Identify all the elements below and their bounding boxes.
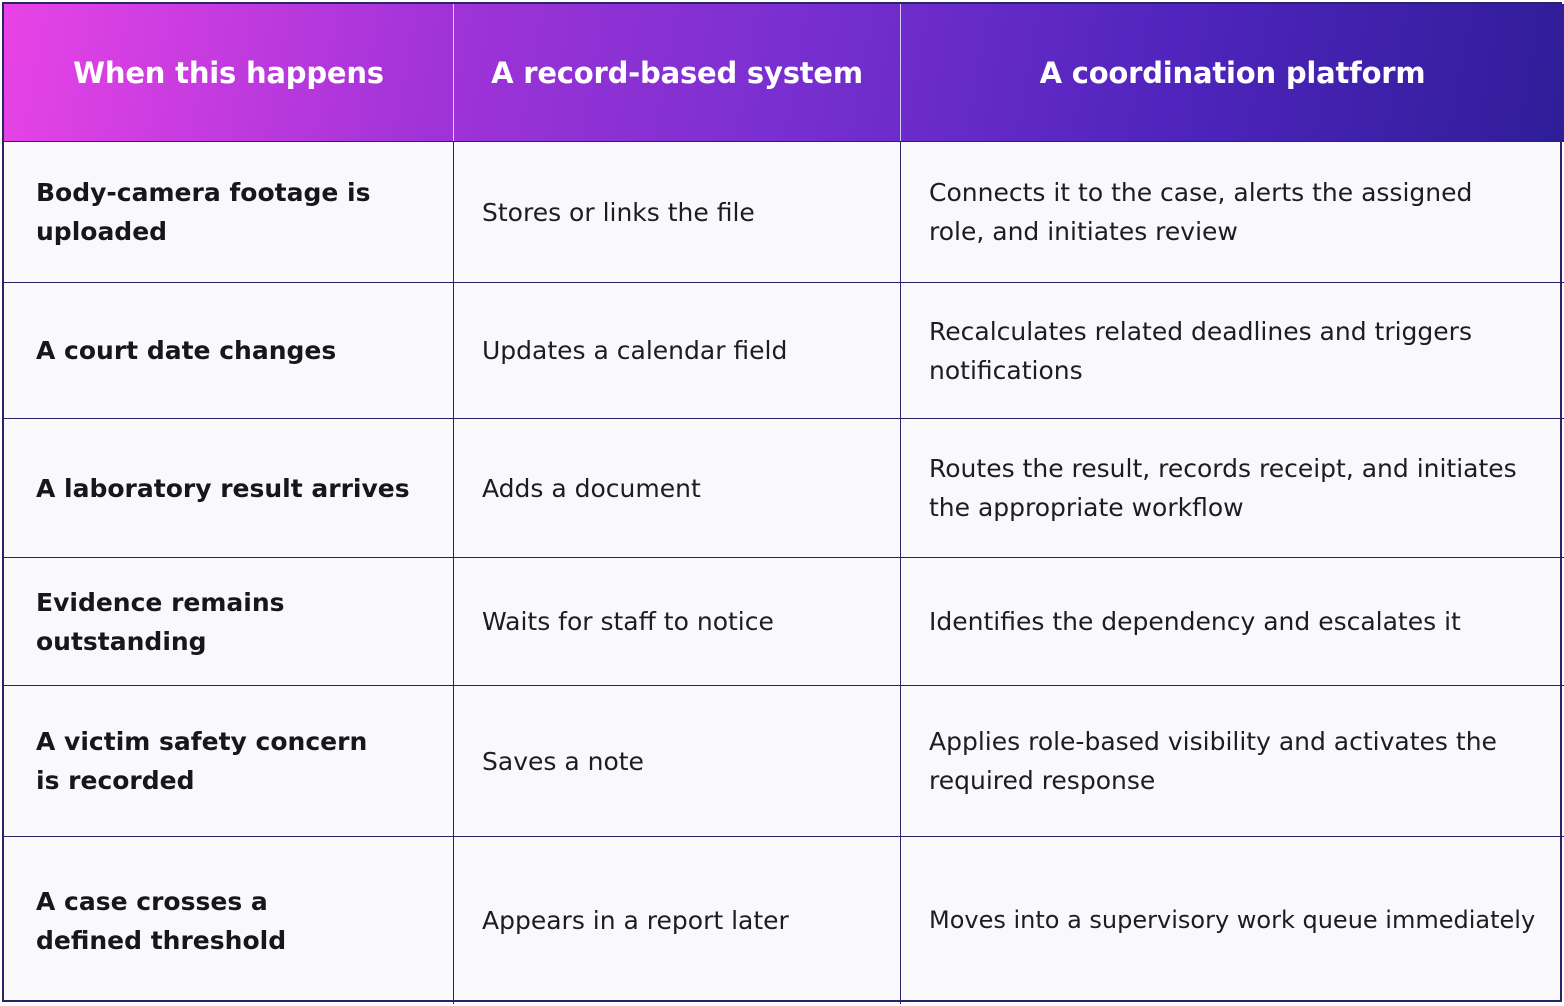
record-system-text: Appears in a report later bbox=[482, 906, 789, 935]
event-text: A victim safety concern is recorded bbox=[36, 727, 368, 795]
table-row-cell-event: Evidence remains outstanding bbox=[4, 557, 454, 685]
record-system-text: Stores or links the file bbox=[482, 197, 755, 227]
record-system-text: Updates a calendar field bbox=[482, 336, 788, 365]
table-row-cell-event: A court date changes bbox=[4, 282, 454, 418]
table-row-cell-coordination-platform: Routes the result, records receipt, and … bbox=[901, 418, 1564, 557]
record-system-text: Waits for staff to notice bbox=[482, 607, 774, 636]
coordination-platform-text: Routes the result, records receipt, and … bbox=[929, 454, 1517, 522]
coordination-platform-text: Connects it to the case, alerts the assi… bbox=[929, 178, 1473, 246]
coordination-platform-text: Applies role-based visibility and activa… bbox=[929, 727, 1497, 795]
table-row-cell-coordination-platform: Applies role-based visibility and activa… bbox=[901, 685, 1564, 836]
column-header-coordination-platform: A coordination platform bbox=[1039, 55, 1426, 90]
record-system-text: Adds a document bbox=[482, 473, 701, 503]
table-row-cell-record-system: Adds a document bbox=[454, 418, 901, 557]
record-system-text: Saves a note bbox=[482, 746, 644, 776]
column-header-record-system: A record-based system bbox=[454, 4, 901, 141]
event-text: Evidence remains outstanding bbox=[36, 587, 285, 656]
table-row-cell-record-system: Appears in a report later bbox=[454, 836, 901, 1004]
column-header-event: When this happens bbox=[4, 4, 454, 141]
table-row-cell-event: Body-camera footage is uploaded bbox=[4, 141, 454, 282]
table-row-cell-event: A victim safety concern is recorded bbox=[4, 685, 454, 836]
table-row-cell-record-system: Stores or links the file bbox=[454, 141, 901, 282]
table-row-cell-event: A laboratory result arrives bbox=[4, 418, 454, 557]
coordination-platform-text: Moves into a supervisory work queue imme… bbox=[929, 906, 1536, 934]
table-row-cell-coordination-platform: Recalculates related deadlines and trigg… bbox=[901, 282, 1564, 418]
coordination-platform-text: Recalculates related deadlines and trigg… bbox=[929, 316, 1472, 385]
event-text: A laboratory result arrives bbox=[36, 473, 410, 503]
table-row-cell-coordination-platform: Identifies the dependency and escalates … bbox=[901, 557, 1564, 685]
table-row-cell-event: A case crosses a defined threshold bbox=[4, 836, 454, 1004]
table-row-cell-record-system: Waits for staff to notice bbox=[454, 557, 901, 685]
event-text: A case crosses a defined threshold bbox=[36, 886, 287, 955]
coordination-platform-text: Identifies the dependency and escalates … bbox=[929, 607, 1461, 636]
event-text: Body-camera footage is uploaded bbox=[36, 178, 371, 246]
table-row-cell-record-system: Updates a calendar field bbox=[454, 282, 901, 418]
table-row-cell-record-system: Saves a note bbox=[454, 685, 901, 836]
table-row-cell-coordination-platform: Moves into a supervisory work queue imme… bbox=[901, 836, 1564, 1004]
table-row-cell-coordination-platform: Connects it to the case, alerts the assi… bbox=[901, 141, 1564, 282]
table-header-background bbox=[4, 4, 1564, 141]
event-text: A court date changes bbox=[36, 336, 337, 365]
